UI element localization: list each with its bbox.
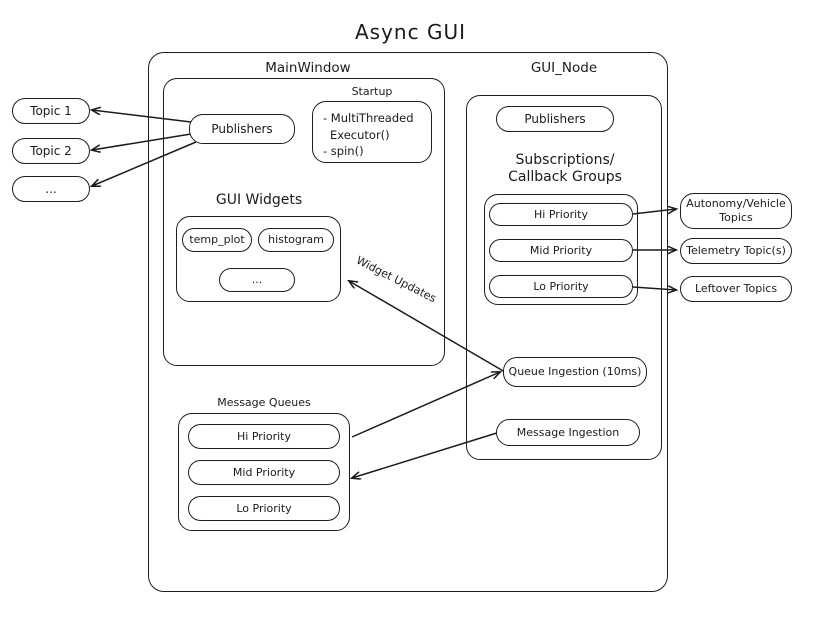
callback-group-mid-priority-label: Mid Priority: [529, 243, 593, 257]
topic-box-1[interactable]: Topic 1: [12, 98, 90, 124]
startup-item-executor-line1: - MultiThreaded: [323, 111, 414, 125]
right-topic-telemetry-label: Telemetry Topic(s): [686, 244, 786, 258]
gui-node-publishers-label: Publishers: [524, 111, 586, 126]
widget-etc[interactable]: ...: [219, 268, 295, 292]
gui-widgets-title: GUI Widgets: [215, 192, 303, 208]
queue-hi-priority-label: Hi Priority: [237, 429, 291, 443]
queue-lo-priority-label: Lo Priority: [236, 501, 292, 515]
gui-widgets-container: [176, 216, 341, 302]
topic-box-2[interactable]: Topic 2: [12, 138, 90, 164]
subscriptions-title-line1: Subscriptions/: [515, 152, 615, 168]
right-topic-autonomy-label-line1: Autonomy/Vehicle: [686, 197, 786, 211]
startup-box[interactable]: - MultiThreaded Executor() - spin(): [312, 101, 432, 163]
topic-box-etc-label: ...: [45, 181, 57, 196]
widget-etc-label: ...: [251, 273, 263, 287]
right-topic-leftover[interactable]: Leftover Topics: [680, 276, 792, 302]
page-title: Async GUI: [354, 20, 466, 44]
widget-histogram[interactable]: histogram: [258, 228, 334, 252]
subscriptions-title-line2: Callback Groups: [508, 169, 622, 186]
gui-node-container: [466, 95, 662, 460]
mainwindow-publishers-box[interactable]: Publishers: [189, 114, 295, 144]
message-ingestion-label: Message Ingestion: [516, 425, 620, 439]
callback-group-lo-priority-label: Lo Priority: [533, 279, 589, 293]
queue-mid-priority-label: Mid Priority: [232, 465, 296, 479]
widget-temp-plot[interactable]: temp_plot: [182, 228, 252, 252]
mainwindow-container: [163, 78, 445, 366]
startup-item-executor-line2: Executor(): [330, 127, 390, 142]
queue-ingestion-label: Queue Ingestion (10ms): [508, 365, 642, 379]
queue-lo-priority[interactable]: Lo Priority: [188, 496, 340, 521]
right-topic-telemetry[interactable]: Telemetry Topic(s): [680, 238, 792, 264]
message-queues-container: [178, 413, 350, 531]
gui-node-title: GUI_Node: [530, 60, 598, 76]
right-topic-autonomy[interactable]: Autonomy/Vehicle Topics: [680, 193, 792, 229]
callback-group-mid-priority[interactable]: Mid Priority: [489, 239, 633, 262]
widget-temp-plot-label: temp_plot: [189, 233, 245, 247]
topic-box-2-label: Topic 2: [30, 143, 72, 158]
startup-item-spin: - spin(): [323, 144, 364, 159]
topic-box-etc[interactable]: ...: [12, 176, 90, 202]
queue-ingestion-box[interactable]: Queue Ingestion (10ms): [503, 357, 647, 387]
callback-groups-container: [484, 194, 638, 305]
gui-node-publishers-box[interactable]: Publishers: [496, 106, 614, 132]
callback-group-hi-priority-label: Hi Priority: [534, 207, 588, 221]
right-topic-autonomy-label-line2: Topics: [719, 211, 753, 224]
subscriptions-title: Subscriptions/ Callback Groups: [476, 152, 654, 186]
callback-group-hi-priority[interactable]: Hi Priority: [489, 203, 633, 226]
callback-group-lo-priority[interactable]: Lo Priority: [489, 275, 633, 298]
message-ingestion-box[interactable]: Message Ingestion: [496, 419, 640, 446]
mainwindow-title: MainWindow: [265, 60, 351, 76]
queue-mid-priority[interactable]: Mid Priority: [188, 460, 340, 485]
mainwindow-publishers-label: Publishers: [211, 121, 273, 136]
startup-title: Startup: [351, 85, 393, 98]
widget-histogram-label: histogram: [268, 233, 324, 247]
queue-hi-priority[interactable]: Hi Priority: [188, 424, 340, 449]
app-container: [148, 52, 668, 592]
right-topic-leftover-label: Leftover Topics: [694, 282, 778, 296]
message-queues-title: Message Queues: [217, 396, 311, 409]
topic-box-1-label: Topic 1: [30, 103, 72, 118]
